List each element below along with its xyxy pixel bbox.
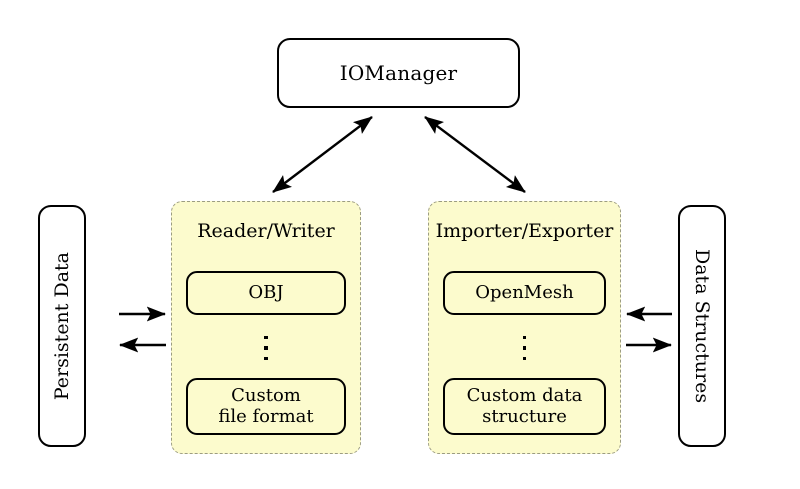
panel-reader-writer-title: Reader/Writer xyxy=(197,220,335,242)
panel-reader-writer: Reader/Writer OBJ Custom file format xyxy=(171,201,361,454)
box-custom-data-structure-line1: Custom data xyxy=(466,385,583,407)
node-persistent-data-label: Persistent Data xyxy=(51,251,73,401)
edge-iomanager-readerwriter xyxy=(272,116,373,193)
node-persistent-data: Persistent Data xyxy=(38,205,86,447)
vertical-ellipsis-icon xyxy=(429,328,620,368)
node-iomanager: IOManager xyxy=(277,38,520,108)
node-data-structures: Data Structures xyxy=(678,205,726,447)
box-openmesh-label: OpenMesh xyxy=(475,281,574,303)
box-custom-data-structure: Custom data structure xyxy=(443,378,606,435)
panel-importer-exporter-title: Importer/Exporter xyxy=(435,220,614,242)
box-custom-file-format: Custom file format xyxy=(186,378,346,435)
edge-iomanager-importerexporter xyxy=(424,116,526,193)
box-obj-label: OBJ xyxy=(248,281,284,303)
node-data-structures-label: Data Structures xyxy=(691,248,713,404)
vertical-ellipsis-icon xyxy=(172,328,360,368)
box-obj: OBJ xyxy=(186,271,346,315)
box-custom-file-format-line1: Custom xyxy=(231,385,301,407)
node-iomanager-label: IOManager xyxy=(339,61,458,85)
box-custom-data-structure-line2: structure xyxy=(482,405,567,427)
panel-importer-exporter: Importer/Exporter OpenMesh Custom data s… xyxy=(428,201,621,454)
box-custom-file-format-line2: file format xyxy=(218,405,314,427)
box-openmesh: OpenMesh xyxy=(443,271,606,315)
